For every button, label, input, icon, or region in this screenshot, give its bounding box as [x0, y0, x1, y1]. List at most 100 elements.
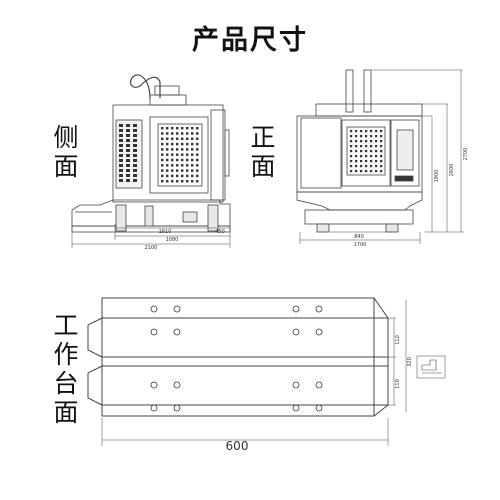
- page-title: 产品尺寸: [192, 25, 308, 56]
- window-hole: [355, 135, 358, 138]
- control-button: [126, 154, 130, 157]
- window-hole: [166, 169, 169, 172]
- control-button: [133, 134, 137, 137]
- side-dim-1610: 1610: [159, 229, 172, 235]
- window-hole: [360, 140, 363, 143]
- control-button: [126, 134, 130, 137]
- window-hole: [375, 160, 378, 163]
- control-button: [119, 164, 123, 167]
- control-button: [126, 179, 130, 182]
- window-hole: [171, 158, 174, 162]
- window-hole: [365, 150, 368, 153]
- control-button: [133, 169, 137, 172]
- bolt-hole: [315, 305, 323, 313]
- control-button: [126, 164, 130, 167]
- window-hole: [360, 160, 363, 163]
- window-hole: [360, 165, 363, 168]
- window-hole: [350, 150, 353, 153]
- window-hole: [181, 164, 184, 167]
- window-hole: [171, 164, 174, 167]
- table-bolt-holes: [150, 305, 323, 412]
- bolt-hole: [173, 381, 181, 389]
- window-hole: [171, 180, 174, 183]
- window-hole: [196, 164, 199, 167]
- window-hole: [191, 153, 194, 156]
- window-hole: [355, 150, 358, 153]
- window-hole: [161, 132, 164, 135]
- window-hole: [186, 169, 189, 172]
- control-button: [119, 169, 123, 172]
- control-button: [133, 139, 137, 142]
- control-button: [126, 139, 130, 142]
- window-hole: [380, 145, 383, 148]
- table-view-label: 工 作 台 面: [53, 311, 79, 427]
- window-hole: [166, 148, 169, 151]
- window-hole: [380, 150, 383, 153]
- window-hole: [176, 158, 179, 162]
- window-hole: [161, 158, 164, 162]
- window-hole: [176, 174, 179, 178]
- window-hole: [176, 127, 179, 130]
- window-hole: [181, 142, 184, 146]
- window-hole: [181, 127, 184, 130]
- window-hole: [365, 155, 368, 158]
- window-hole: [161, 153, 164, 156]
- window-hole: [360, 150, 363, 153]
- front-dim-840: 840: [354, 234, 364, 240]
- window-hole: [161, 142, 164, 146]
- window-hole: [355, 130, 358, 133]
- window-hole: [176, 164, 179, 167]
- window-hole: [355, 165, 358, 168]
- window-hole: [365, 140, 368, 143]
- table-dim-slot-a: 110: [395, 335, 401, 345]
- bolt-hole: [150, 328, 158, 336]
- window-hole: [181, 158, 184, 162]
- window-hole: [181, 148, 184, 151]
- window-hole: [161, 169, 164, 172]
- window-hole: [176, 137, 179, 140]
- bolt-hole: [173, 404, 181, 412]
- window-hole: [380, 170, 383, 173]
- bolt-hole: [315, 328, 323, 336]
- side-control-buttons: [119, 124, 137, 182]
- window-hole: [176, 180, 179, 183]
- bolt-hole: [315, 404, 323, 412]
- window-hole: [196, 132, 199, 135]
- window-hole: [196, 174, 199, 178]
- window-hole: [171, 127, 174, 130]
- window-hole: [166, 164, 169, 167]
- window-hole: [191, 169, 194, 172]
- window-hole: [365, 130, 368, 133]
- window-hole: [370, 145, 373, 148]
- window-hole: [166, 174, 169, 178]
- window-hole: [380, 135, 383, 138]
- bolt-hole: [292, 328, 300, 336]
- window-hole: [375, 165, 378, 168]
- window-hole: [186, 164, 189, 167]
- side-dim-450: 450: [215, 229, 225, 235]
- window-hole: [360, 155, 363, 158]
- window-hole: [171, 137, 174, 140]
- window-hole: [355, 140, 358, 143]
- window-hole: [161, 174, 164, 178]
- control-button: [119, 149, 123, 152]
- window-hole: [161, 137, 164, 140]
- window-hole: [186, 174, 189, 178]
- window-hole: [360, 130, 363, 133]
- window-hole: [166, 158, 169, 162]
- window-hole: [370, 150, 373, 153]
- window-hole: [161, 148, 164, 151]
- control-button: [133, 154, 137, 157]
- window-hole: [365, 160, 368, 163]
- window-hole: [380, 165, 383, 168]
- front-window-holes: [350, 130, 383, 173]
- front-dim-2600: 2600: [449, 164, 455, 177]
- window-hole: [370, 135, 373, 138]
- control-button: [126, 159, 130, 162]
- window-hole: [171, 142, 174, 146]
- window-hole: [355, 160, 358, 163]
- window-hole: [191, 132, 194, 135]
- front-dim-1700: 1700: [354, 242, 367, 248]
- control-button: [133, 164, 137, 167]
